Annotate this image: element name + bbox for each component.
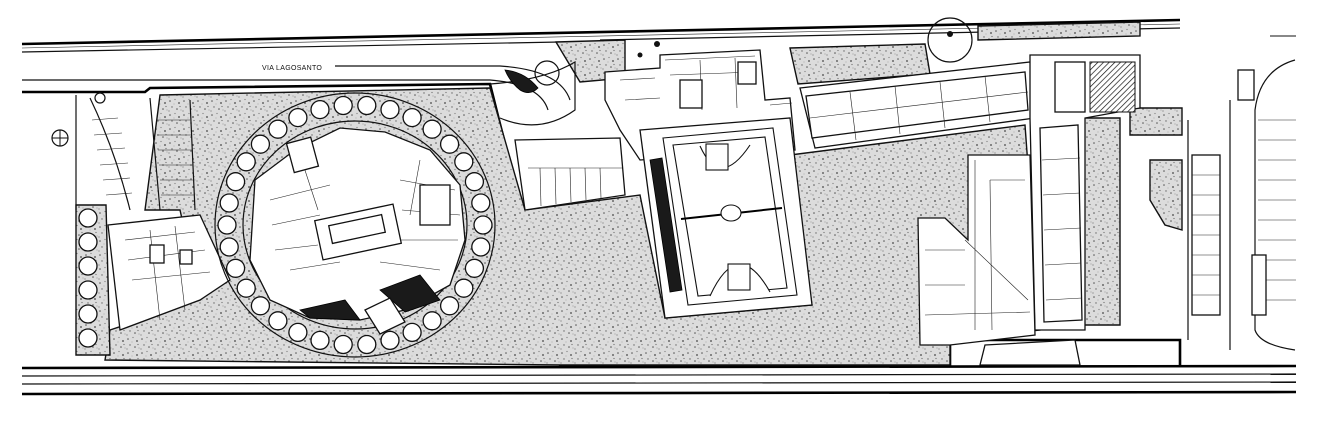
tree <box>78 280 98 300</box>
tree <box>310 330 330 351</box>
east-building <box>1029 54 1141 331</box>
tree <box>402 107 422 128</box>
tree <box>225 258 246 278</box>
north-classroom-wing <box>799 61 1036 149</box>
tree <box>78 256 98 276</box>
tree <box>217 215 237 235</box>
tree <box>380 99 400 120</box>
tree <box>250 134 271 154</box>
tree <box>268 119 288 139</box>
tree <box>219 193 239 213</box>
tree <box>380 330 400 351</box>
tree <box>78 304 98 324</box>
tree <box>78 328 98 348</box>
tree <box>288 107 308 128</box>
basketball-court <box>639 117 813 319</box>
tree <box>310 99 330 120</box>
tree <box>357 334 377 355</box>
tree <box>333 95 353 116</box>
circular-walkway <box>214 92 496 358</box>
tree <box>236 278 256 298</box>
tree <box>464 258 485 278</box>
tree <box>333 334 353 355</box>
tree <box>402 322 422 343</box>
tree <box>471 193 491 213</box>
bottom-road <box>21 364 1297 396</box>
east-gravel-pocket <box>1149 159 1183 231</box>
east-parking <box>1187 35 1296 351</box>
tree <box>357 95 377 116</box>
tree <box>219 237 239 257</box>
east-strip-gravel <box>1081 117 1121 326</box>
north-gravel-3 <box>977 21 1141 41</box>
central-building <box>249 127 466 335</box>
tree <box>439 296 460 316</box>
west-parking <box>75 95 196 211</box>
tree <box>464 172 485 192</box>
tree <box>454 278 474 298</box>
north-arrow-icon <box>51 129 69 147</box>
tree <box>236 152 256 172</box>
tree <box>473 215 493 235</box>
tree <box>78 232 98 252</box>
tree-ring <box>78 95 493 355</box>
tree <box>250 296 271 316</box>
north-cul-de-sac <box>489 60 576 126</box>
tree <box>422 119 442 139</box>
tree <box>471 237 491 257</box>
central-parking <box>514 137 626 211</box>
tree <box>422 311 442 331</box>
tree <box>78 208 98 228</box>
tree <box>225 172 246 192</box>
street-label: VIA LAGOSANTO <box>262 65 322 72</box>
east-gravel-top <box>1129 107 1183 136</box>
tree <box>454 152 474 172</box>
tree <box>288 322 308 343</box>
tree <box>439 134 460 154</box>
west-wing-building <box>107 214 231 331</box>
tree <box>268 311 288 331</box>
southeast-building <box>917 154 1081 366</box>
north-dots <box>94 17 973 104</box>
